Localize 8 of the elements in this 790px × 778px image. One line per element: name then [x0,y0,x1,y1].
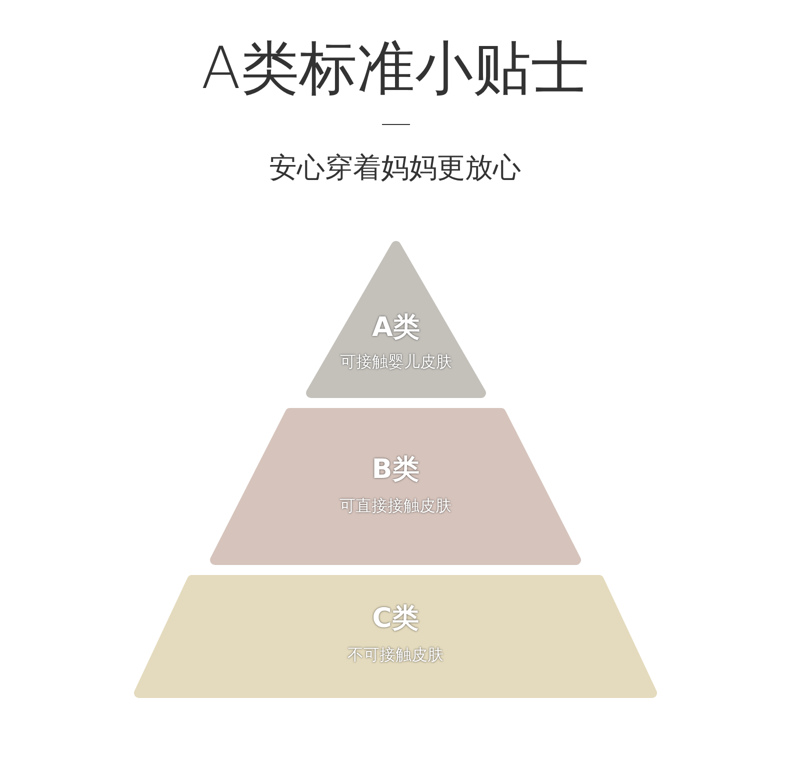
tier-description: 可直接接触皮肤 [340,496,452,516]
title: A类标准小贴士 [201,33,589,104]
tier-heading: C类 [372,603,419,635]
tier-description: 可接触婴儿皮肤 [340,352,452,372]
tier-heading: A类 [372,312,420,344]
tier-description: 不可接触皮肤 [348,645,444,665]
tier-heading: B类 [372,454,420,486]
subtitle: 安心穿着妈妈更放心 [269,150,521,186]
